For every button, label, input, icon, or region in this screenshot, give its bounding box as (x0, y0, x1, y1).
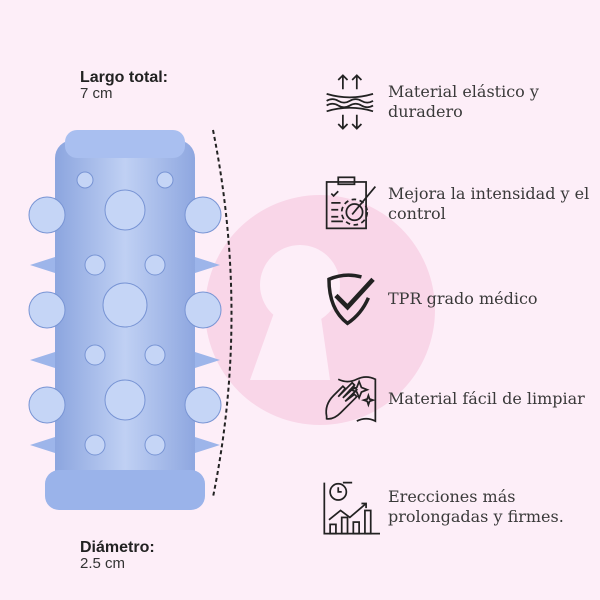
diameter-value: 2.5 cm (80, 555, 126, 572)
feature-item: Mejora la intensidad y el control (322, 175, 600, 233)
stretch-arrows-icon (326, 74, 374, 130)
stopwatch-growth-chart-icon (323, 481, 380, 535)
keyhole-watermark-logo (205, 195, 435, 425)
hand-wipe-sparkle-icon (325, 376, 377, 423)
shield-check-icon (327, 273, 375, 326)
feature-text: Material elástico y duradero (388, 82, 539, 121)
feature-text: Material fácil de limpiar (388, 389, 585, 408)
feature-item: Material fácil de limpiar (322, 370, 585, 428)
feature-item: Erecciones más prolongadas y firmes. (322, 478, 600, 536)
product-image (28, 130, 222, 510)
length-dimension-arc (212, 129, 233, 498)
feature-item: TPR grado médico (322, 270, 538, 328)
feature-text: Erecciones más prolongadas y firmes. (388, 487, 564, 526)
diameter-title: Diámetro: (80, 539, 155, 556)
length-value: 7 cm (80, 85, 113, 102)
clipboard-gear-icon (325, 176, 377, 230)
length-title: Largo total: (80, 69, 168, 86)
length-label: Largo total: 7 cm (80, 69, 168, 102)
feature-item: Material elástico y duradero (322, 73, 600, 131)
feature-text: Mejora la intensidad y el control (388, 184, 590, 223)
feature-text: TPR grado médico (388, 289, 538, 308)
diameter-label: Diámetro: 2.5 cm (80, 539, 155, 572)
